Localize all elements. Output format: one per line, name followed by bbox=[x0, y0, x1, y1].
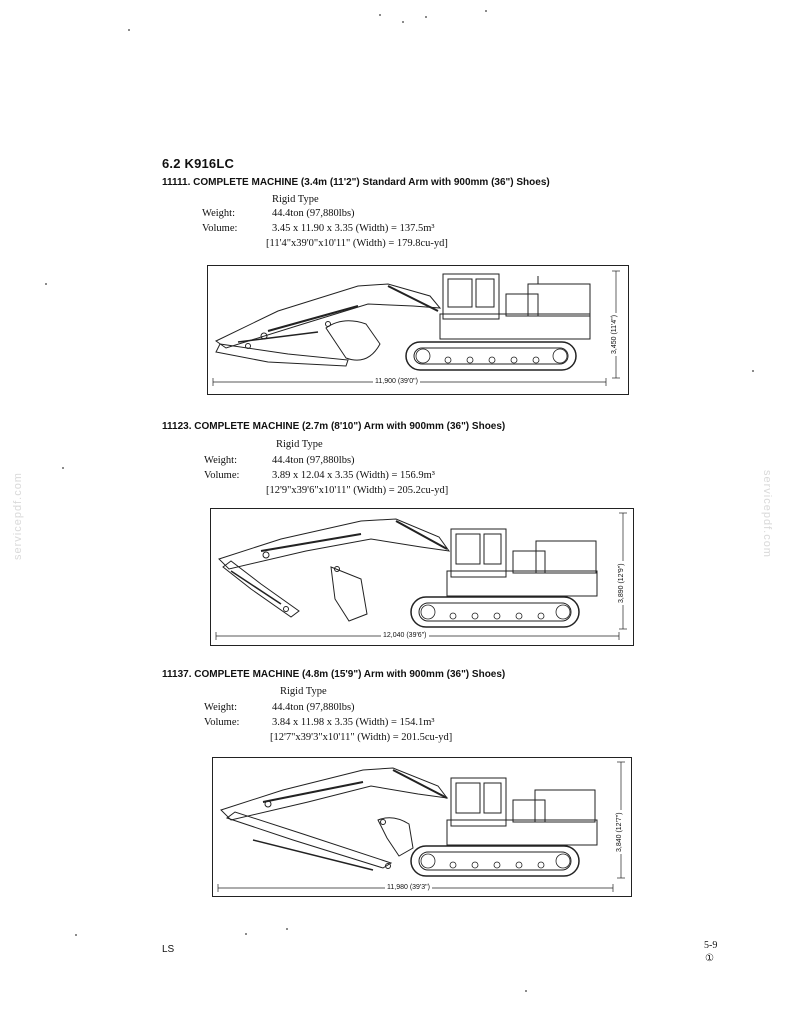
bucket bbox=[325, 320, 381, 361]
track bbox=[405, 341, 577, 371]
volume-metric: 3.89 x 12.04 x 3.35 (Width) = 156.9m³ bbox=[272, 470, 435, 481]
track-rollers bbox=[415, 348, 568, 364]
height-dimension: 3,840 (12'7") bbox=[616, 810, 623, 854]
watermark-left: servicepdf.com bbox=[12, 472, 24, 560]
weight-value: 44.4ton (97,880lbs) bbox=[272, 702, 355, 713]
volume-imperial: [12'7"x39'3"x10'11" (Width) = 201.5cu-yd… bbox=[270, 732, 453, 743]
bucket-cylinder bbox=[230, 570, 282, 605]
counterweight bbox=[527, 283, 591, 317]
page-number: 5-9 bbox=[704, 940, 718, 951]
volume-label: Volume: bbox=[204, 470, 240, 481]
excavator-diagram: 12,040 (39'6") 3,890 (12'9") bbox=[210, 508, 634, 646]
height-dimension: 3,450 (11'4") bbox=[611, 312, 618, 356]
scan-speck bbox=[45, 283, 47, 285]
upper-structure bbox=[446, 819, 598, 846]
cab bbox=[450, 777, 507, 827]
machine-heading: 11123. COMPLETE MACHINE (2.7m (8'10") Ar… bbox=[162, 421, 506, 432]
boom-cylinder bbox=[267, 305, 359, 332]
weight-value: 44.4ton (97,880lbs) bbox=[272, 208, 355, 219]
weight-value: 44.4ton (97,880lbs) bbox=[272, 455, 355, 466]
bucket bbox=[377, 817, 414, 857]
footer-left-code: LS bbox=[162, 944, 175, 955]
boom bbox=[215, 283, 442, 349]
arm-cylinder bbox=[387, 285, 439, 312]
weight-label: Weight: bbox=[204, 455, 237, 466]
volume-metric: 3.84 x 11.98 x 3.35 (Width) = 154.1m³ bbox=[272, 717, 435, 728]
length-dimension: 11,900 (39'0") bbox=[373, 378, 420, 385]
counterweight bbox=[534, 789, 596, 823]
arm bbox=[225, 811, 393, 869]
scan-speck bbox=[752, 370, 754, 372]
upper-structure bbox=[439, 313, 591, 340]
counterweight bbox=[535, 540, 597, 574]
track bbox=[410, 845, 580, 877]
arm-cylinder bbox=[392, 769, 448, 799]
type-label: Rigid Type bbox=[272, 194, 319, 205]
track-rollers bbox=[420, 604, 571, 620]
arm-cylinder bbox=[395, 520, 448, 550]
volume-label: Volume: bbox=[204, 717, 240, 728]
volume-imperial: [11'4"x39'0"x10'11" (Width) = 179.8cu-yd… bbox=[266, 238, 448, 249]
scan-speck bbox=[525, 990, 527, 992]
engine-hood bbox=[505, 293, 539, 317]
boom-cylinder bbox=[262, 781, 364, 803]
boom bbox=[218, 518, 451, 570]
arm bbox=[215, 343, 349, 367]
scan-speck bbox=[379, 14, 381, 16]
length-dimension: 11,980 (39'3") bbox=[385, 884, 432, 891]
scan-speck bbox=[402, 21, 404, 23]
type-label: Rigid Type bbox=[276, 439, 323, 450]
machine-heading: 11137. COMPLETE MACHINE (4.8m (15'9") Ar… bbox=[162, 669, 506, 680]
boom bbox=[220, 767, 449, 821]
weight-label: Weight: bbox=[202, 208, 235, 219]
length-dimension: 12,040 (39'6") bbox=[381, 632, 429, 639]
engine-hood bbox=[512, 799, 546, 823]
scan-speck bbox=[485, 10, 487, 12]
upper-structure bbox=[446, 570, 598, 597]
volume-metric: 3.45 x 11.90 x 3.35 (Width) = 137.5m³ bbox=[272, 223, 435, 234]
scan-speck bbox=[75, 934, 77, 936]
bucket bbox=[330, 566, 368, 622]
cab bbox=[442, 273, 500, 320]
cab bbox=[450, 528, 507, 578]
machine-heading: 11111. COMPLETE MACHINE (3.4m (11'2") St… bbox=[162, 177, 550, 188]
section-title: 6.2 K916LC bbox=[162, 156, 235, 171]
scan-speck bbox=[62, 467, 64, 469]
scan-speck bbox=[425, 16, 427, 18]
arm bbox=[222, 560, 300, 618]
height-dimension: 3,890 (12'9") bbox=[618, 561, 625, 605]
excavator-diagram: 11,900 (39'0") 3,450 (11'4") bbox=[207, 265, 629, 395]
scan-speck bbox=[245, 933, 247, 935]
engine-hood bbox=[512, 550, 546, 574]
type-label: Rigid Type bbox=[280, 686, 327, 697]
watermark-right: servicepdf.com bbox=[761, 470, 773, 558]
track bbox=[410, 596, 580, 628]
bucket-cylinder bbox=[237, 331, 319, 343]
scan-speck bbox=[128, 29, 130, 31]
bucket-cylinder bbox=[252, 839, 374, 871]
page-mark: ① bbox=[705, 953, 714, 964]
volume-imperial: [12'9"x39'6"x10'11" (Width) = 205.2cu-yd… bbox=[266, 485, 449, 496]
scan-speck bbox=[286, 928, 288, 930]
weight-label: Weight: bbox=[204, 702, 237, 713]
track-rollers bbox=[420, 853, 571, 869]
volume-label: Volume: bbox=[202, 223, 238, 234]
excavator-diagram: 11,980 (39'3") 3,840 (12'7") bbox=[212, 757, 632, 897]
boom-cylinder bbox=[260, 533, 362, 552]
